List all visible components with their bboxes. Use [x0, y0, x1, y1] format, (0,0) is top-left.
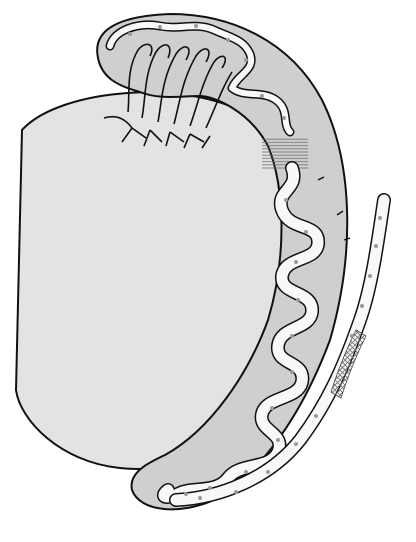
hatched-region-upper [262, 138, 308, 170]
